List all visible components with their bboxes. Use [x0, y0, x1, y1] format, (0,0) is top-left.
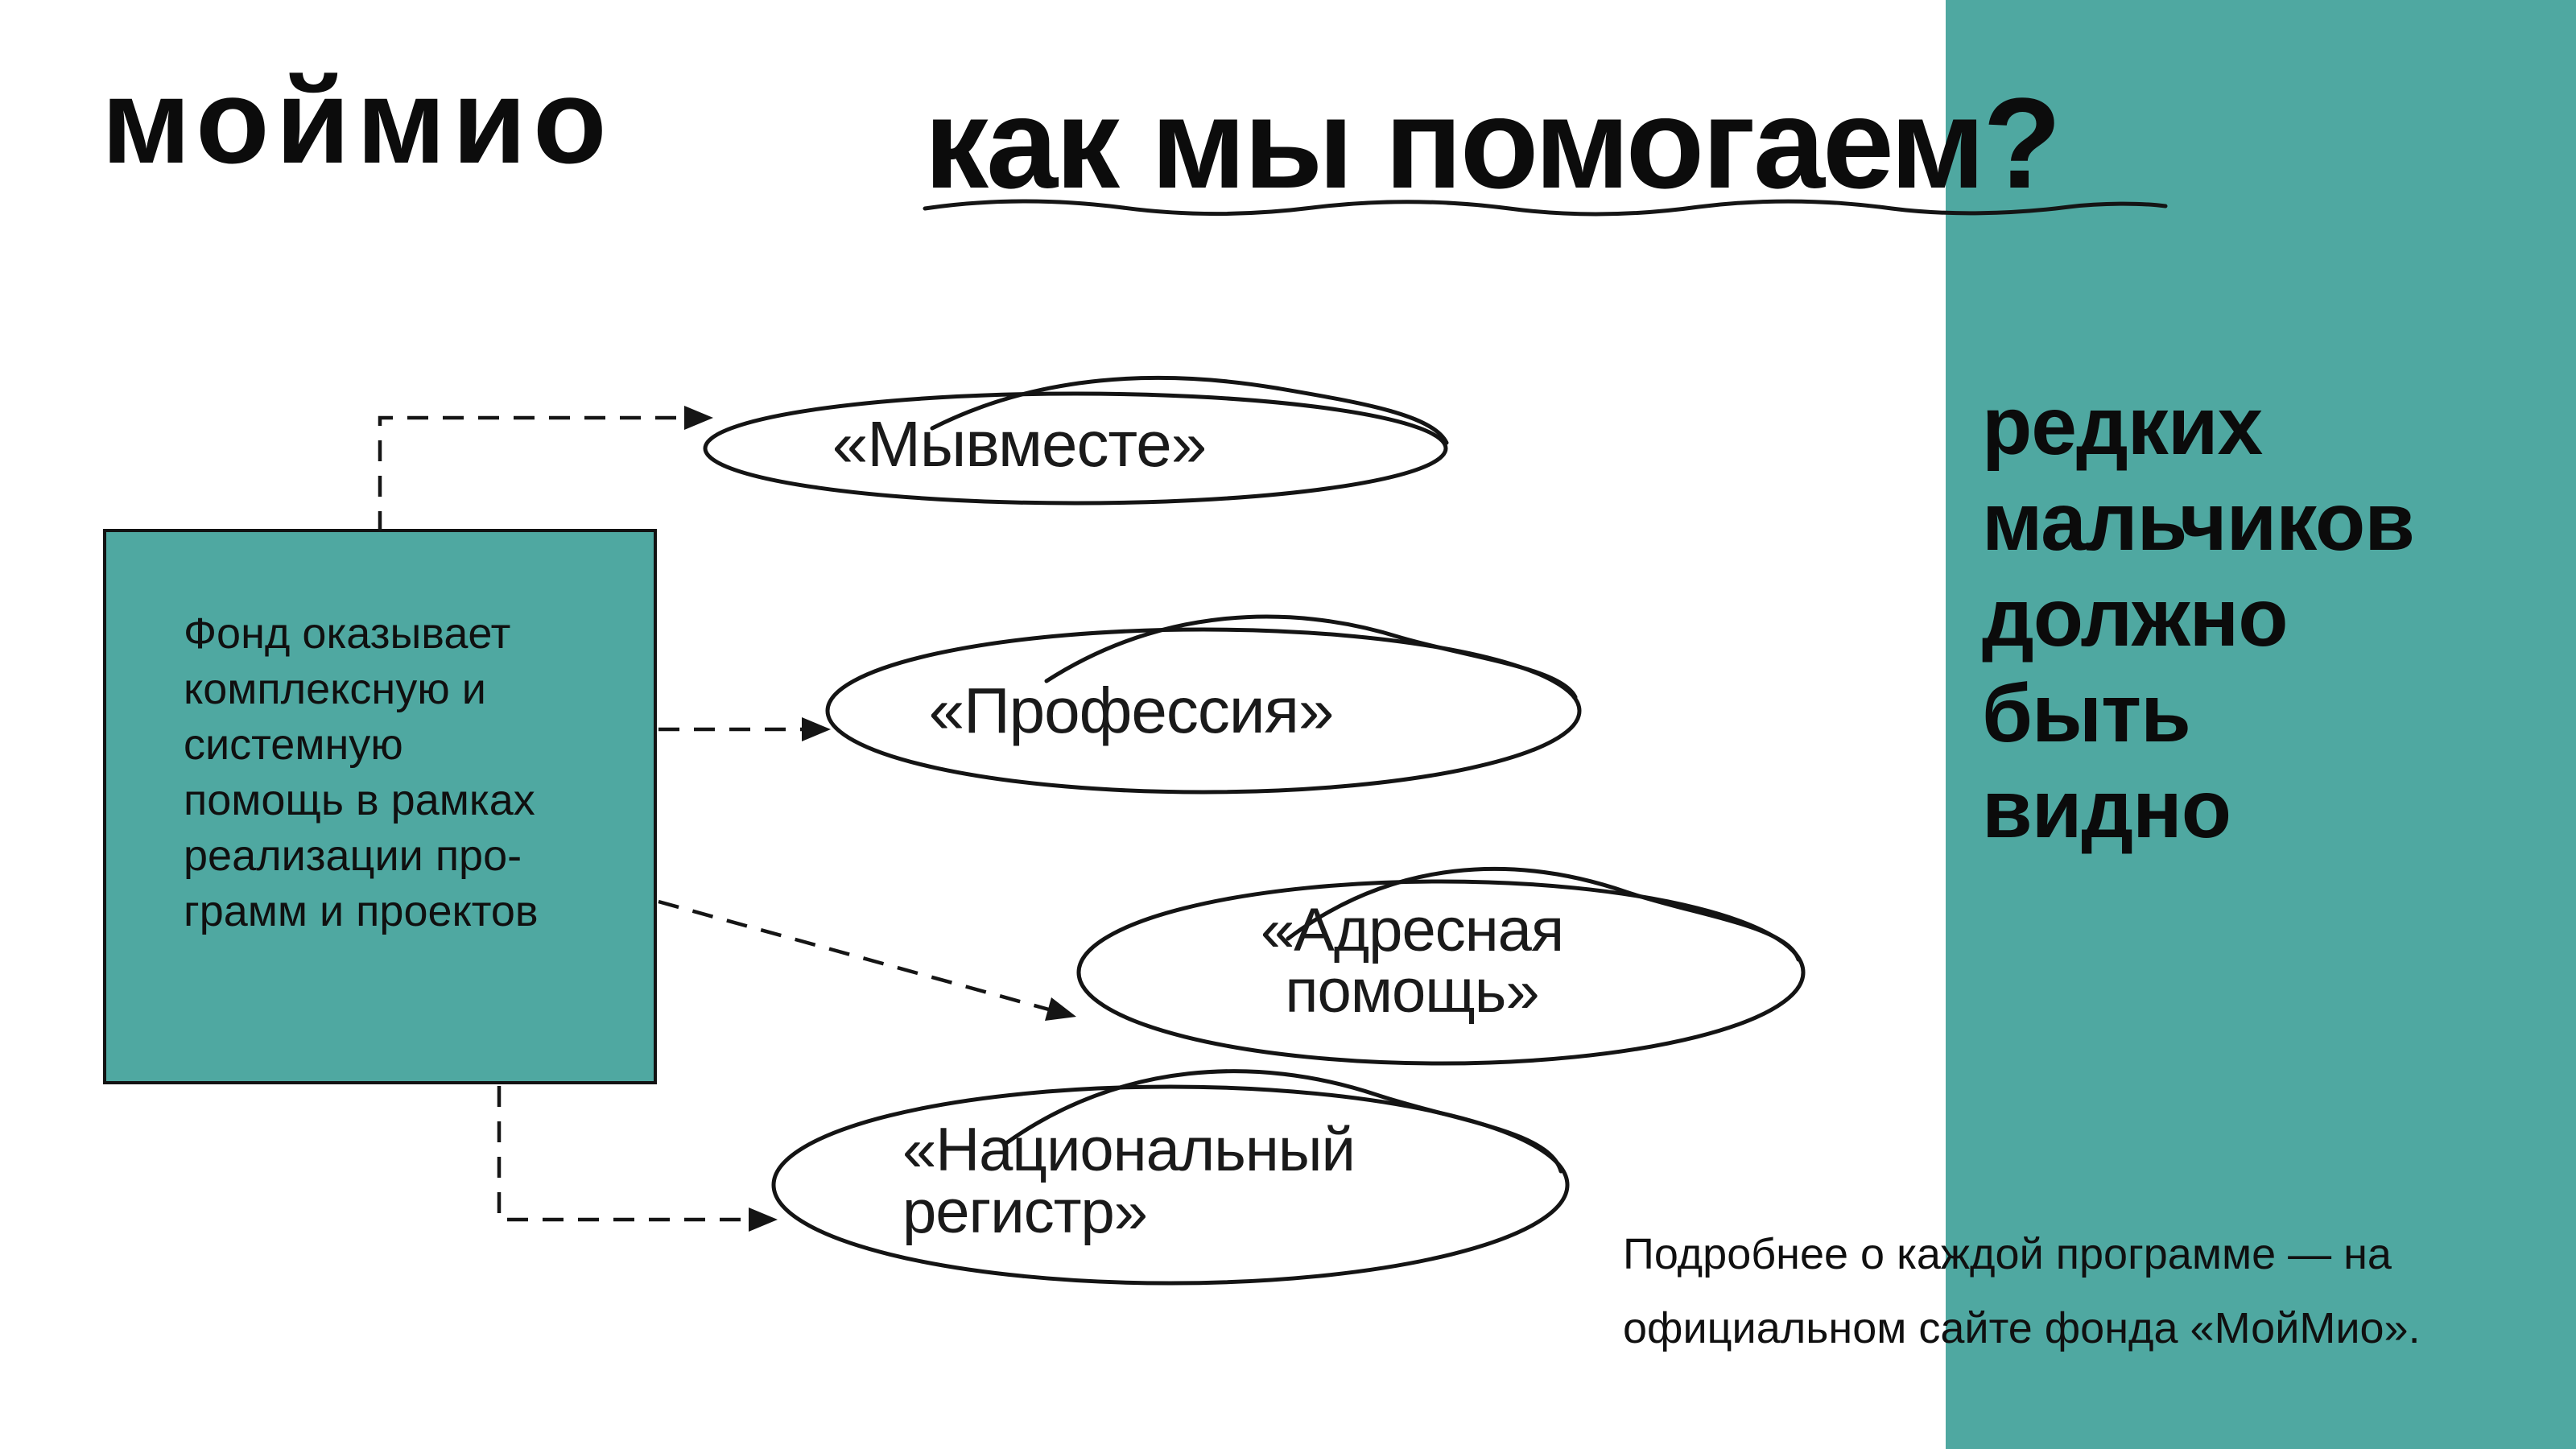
- program-label-registr: «Национальный регистр»: [902, 1119, 1627, 1243]
- sidebar-headline-line: видно: [1982, 763, 2231, 855]
- program-label-line: «Адресная: [1260, 896, 1564, 964]
- sidebar-headline-line: должно: [1982, 572, 2289, 663]
- program-label-adresnaya: «Адресная помощь»: [1130, 900, 1694, 1022]
- info-box-text: Фонд оказывает комплексную и системную п…: [184, 606, 539, 939]
- program-label-professiya: «Профессия»: [849, 679, 1413, 743]
- arrowhead-registr: [749, 1208, 778, 1232]
- program-label-line: «Мывместе»: [832, 408, 1207, 480]
- info-box-line: комплексную и: [184, 665, 486, 713]
- program-label-line: «Национальный: [902, 1116, 1356, 1184]
- program-label-line: «Профессия»: [928, 675, 1335, 746]
- info-box-line: системную: [184, 720, 403, 769]
- info-box-line: грамм и проектов: [184, 887, 539, 935]
- sidebar-headline-line: быть: [1982, 667, 2191, 759]
- sidebar-headline-line: редких: [1982, 380, 2263, 472]
- connector-to-adresnaya: [658, 899, 1055, 1013]
- program-label-line: помощь»: [1285, 957, 1539, 1026]
- info-box-line: помощь в рамках: [184, 776, 535, 824]
- arrowhead-adresnaya: [1045, 997, 1076, 1021]
- program-label-myvmeste: «Мывместе»: [737, 412, 1301, 477]
- connector-to-registr: [497, 1086, 755, 1222]
- footnote-line: Подробнее о каждой программе — на: [1623, 1230, 2392, 1278]
- info-box: Фонд оказывает комплексную и системную п…: [103, 529, 657, 1084]
- program-label-line: регистр»: [902, 1178, 1148, 1246]
- connector-to-myvmeste: [378, 415, 691, 532]
- footnote-line: официальном сайте фонда «МойМио».: [1623, 1304, 2421, 1352]
- arrowhead-professiya: [802, 717, 831, 741]
- sidebar-headline-line: мальчиков: [1982, 476, 2415, 568]
- sidebar-panel: [1946, 0, 2576, 1449]
- info-box-line: реализации про-: [184, 832, 522, 880]
- logo-moymio: моймио: [101, 53, 613, 188]
- sidebar-headline: редких мальчиков должно быть видно: [1982, 378, 2415, 857]
- page-title: как мы помогаем?: [924, 71, 2062, 215]
- arrowhead-myvmeste: [684, 406, 713, 430]
- footnote: Подробнее о каждой программе — на официа…: [1623, 1217, 2421, 1365]
- info-box-line: Фонд оказывает: [184, 609, 511, 658]
